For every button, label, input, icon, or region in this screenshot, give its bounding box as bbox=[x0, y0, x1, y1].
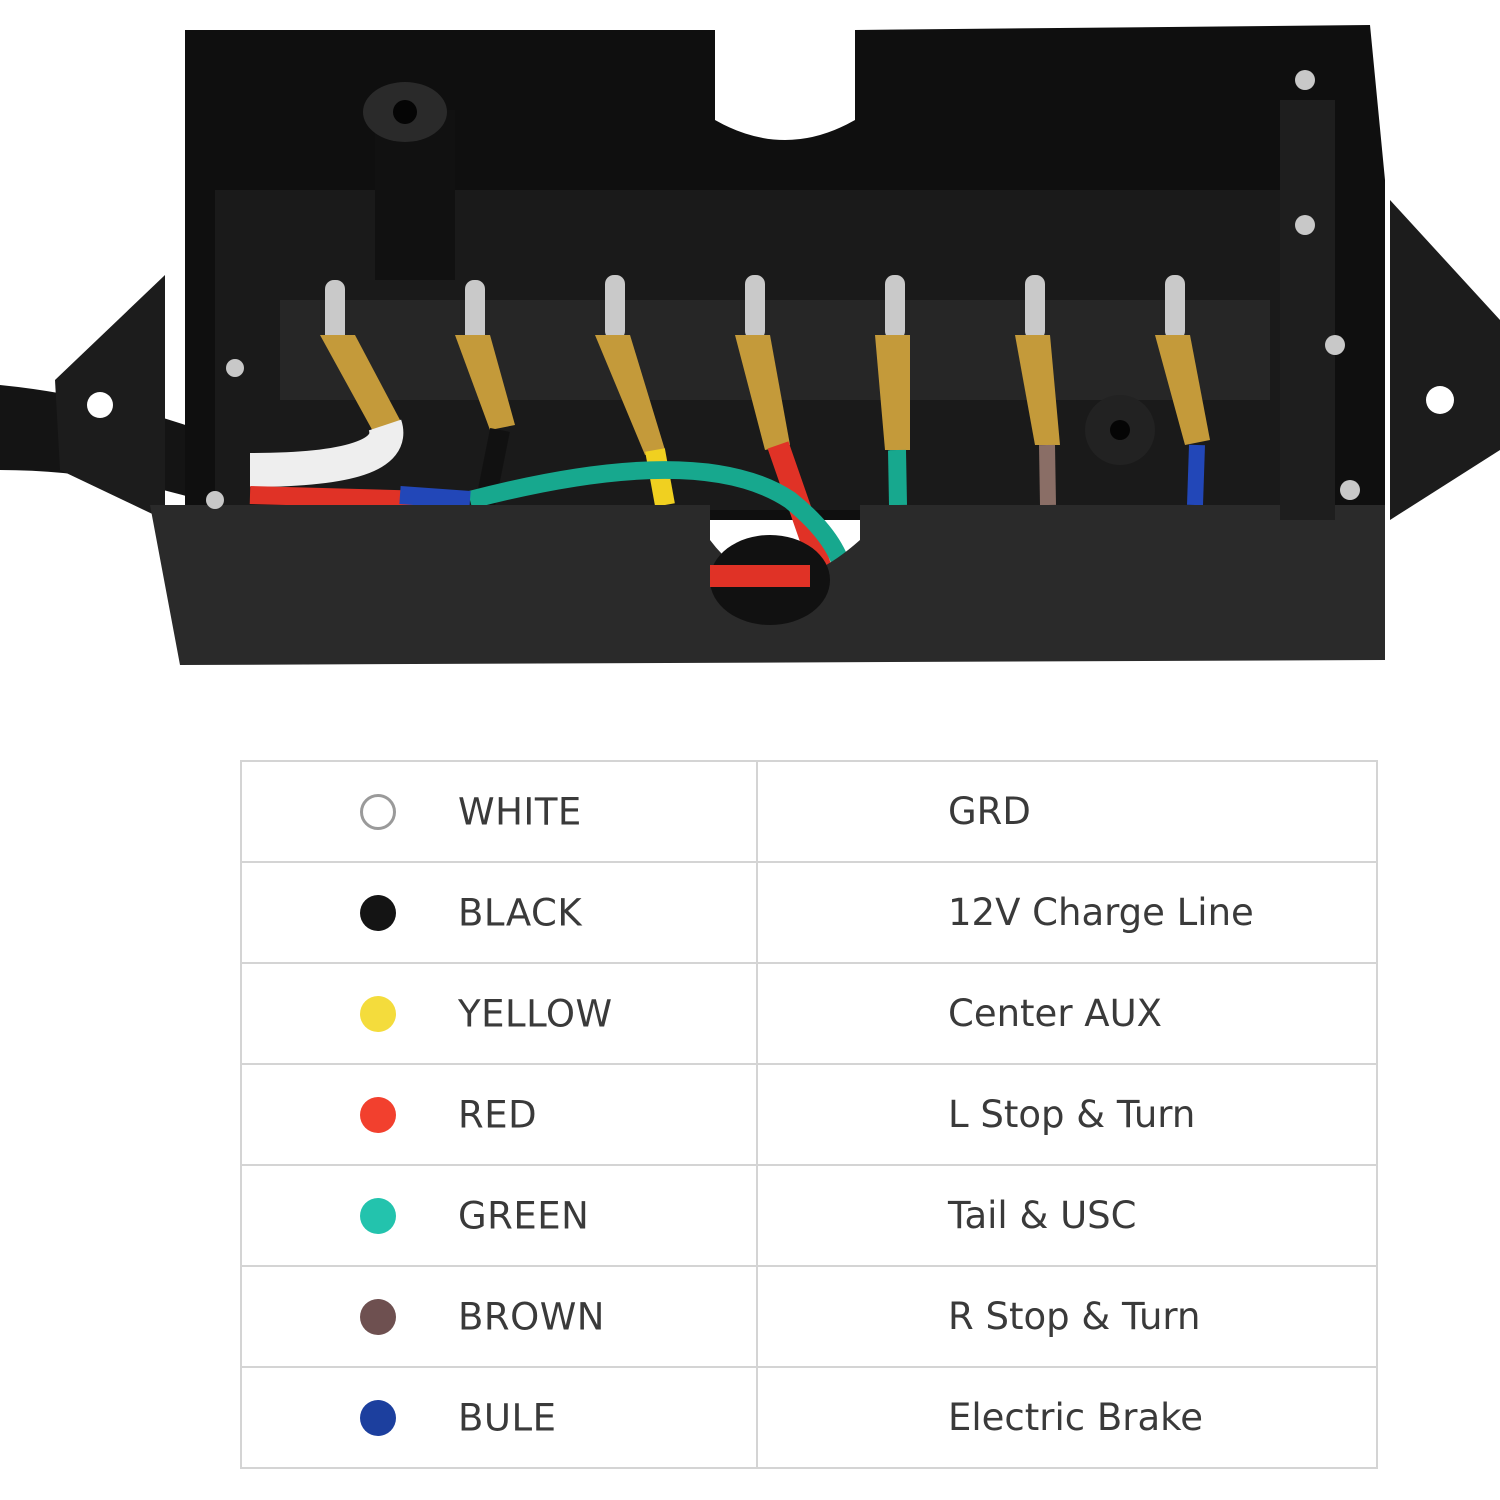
wire-color-cell: BULE bbox=[240, 1366, 758, 1469]
blue-dot-icon bbox=[360, 1399, 396, 1436]
wire-color-cell: WHITE bbox=[240, 760, 758, 863]
wire-color-label: BROWN bbox=[458, 1295, 605, 1338]
wire-color-cell: BROWN bbox=[240, 1265, 758, 1368]
table-row: BULE Electric Brake bbox=[240, 1366, 1378, 1469]
green-dot-icon bbox=[360, 1197, 396, 1234]
wire-color-label: BLACK bbox=[458, 891, 583, 934]
red-dot-icon bbox=[360, 1096, 396, 1133]
wire-function-label: Tail & USC bbox=[756, 1164, 1378, 1267]
wire-function-label: L Stop & Turn bbox=[756, 1063, 1378, 1166]
wire-color-label: WHITE bbox=[458, 790, 582, 833]
brown-dot-icon bbox=[360, 1298, 396, 1335]
table-row: GREEN Tail & USC bbox=[240, 1164, 1378, 1267]
wire-color-label: BULE bbox=[458, 1396, 557, 1439]
table-row: BROWN R Stop & Turn bbox=[240, 1265, 1378, 1368]
table-row: WHITE GRD bbox=[240, 760, 1378, 863]
wire-color-label: YELLOW bbox=[458, 992, 613, 1035]
wire-color-label: GREEN bbox=[458, 1194, 590, 1237]
white-dot-icon bbox=[360, 793, 396, 830]
yellow-dot-icon bbox=[360, 995, 396, 1032]
wire-color-label: RED bbox=[458, 1093, 538, 1136]
wire-function-label: Electric Brake bbox=[756, 1366, 1378, 1469]
wire-color-cell: BLACK bbox=[240, 861, 758, 964]
wire-function-label: Center AUX bbox=[756, 962, 1378, 1065]
wire-color-cell: RED bbox=[240, 1063, 758, 1166]
table-row: RED L Stop & Turn bbox=[240, 1063, 1378, 1166]
wire-color-cell: YELLOW bbox=[240, 962, 758, 1065]
black-dot-icon bbox=[360, 894, 396, 931]
wire-function-label: 12V Charge Line bbox=[756, 861, 1378, 964]
wire-function-label: GRD bbox=[756, 760, 1378, 863]
wiring-legend-table: WHITE GRD BLACK 12V Charge Line YELLOW C… bbox=[240, 760, 1378, 1469]
wire-function-label: R Stop & Turn bbox=[756, 1265, 1378, 1368]
table-row: BLACK 12V Charge Line bbox=[240, 861, 1378, 964]
wire-color-cell: GREEN bbox=[240, 1164, 758, 1267]
table-row: YELLOW Center AUX bbox=[240, 962, 1378, 1065]
junction-box-photo bbox=[0, 25, 1500, 665]
